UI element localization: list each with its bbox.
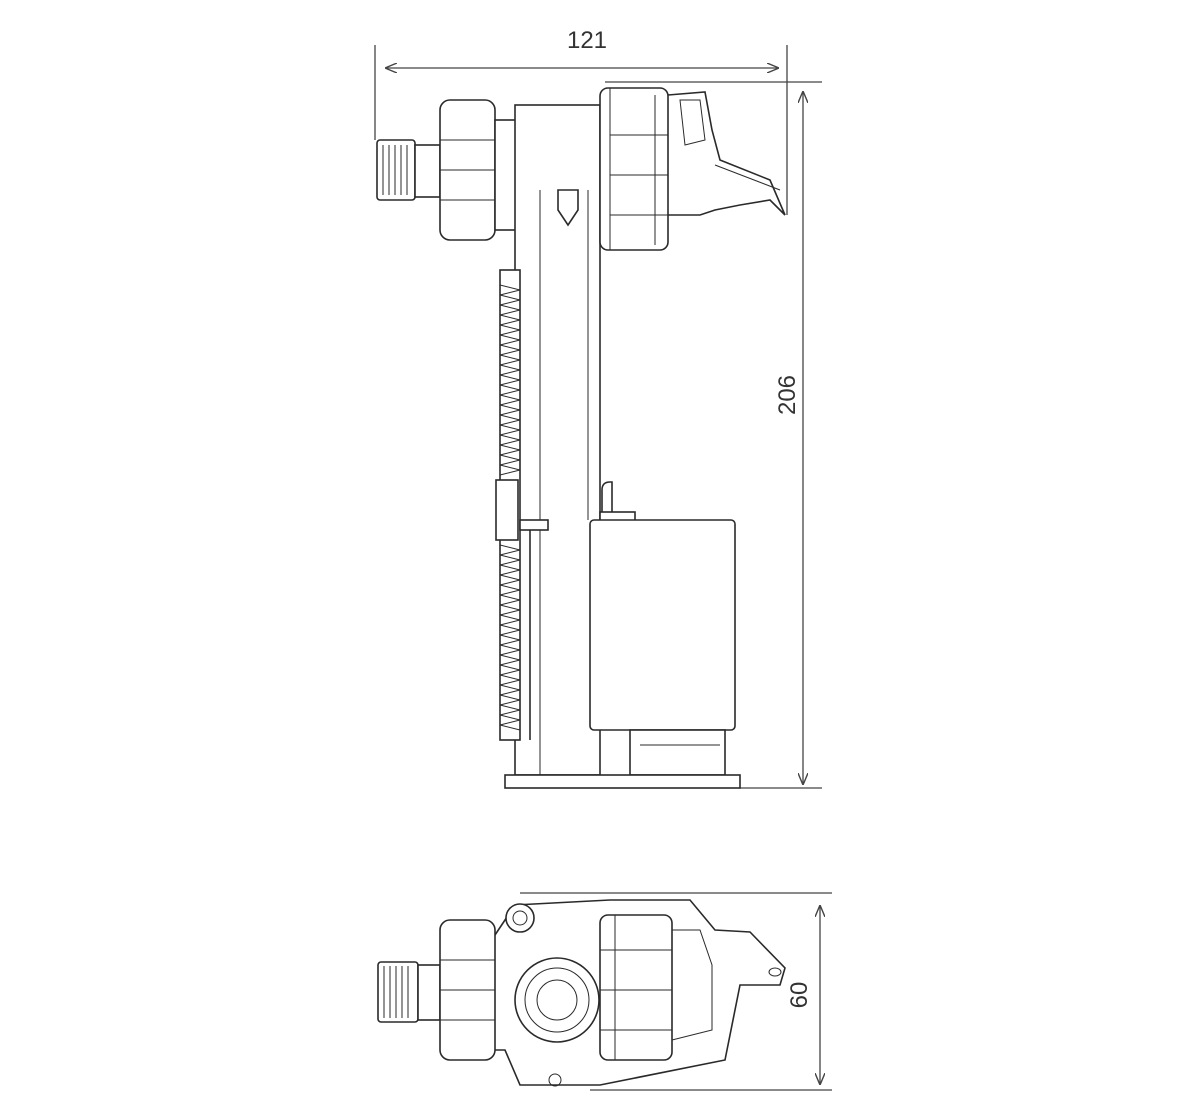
height-label: 206 — [774, 375, 801, 415]
depth-label: 60 — [786, 982, 813, 1009]
dimension-depth: 60 — [520, 892, 832, 1091]
front-view — [376, 87, 786, 789]
top-view — [377, 899, 786, 1087]
width-label: 121 — [567, 27, 607, 54]
dimension-height: 206 — [605, 81, 822, 789]
dimension-width: 121 — [374, 27, 788, 215]
